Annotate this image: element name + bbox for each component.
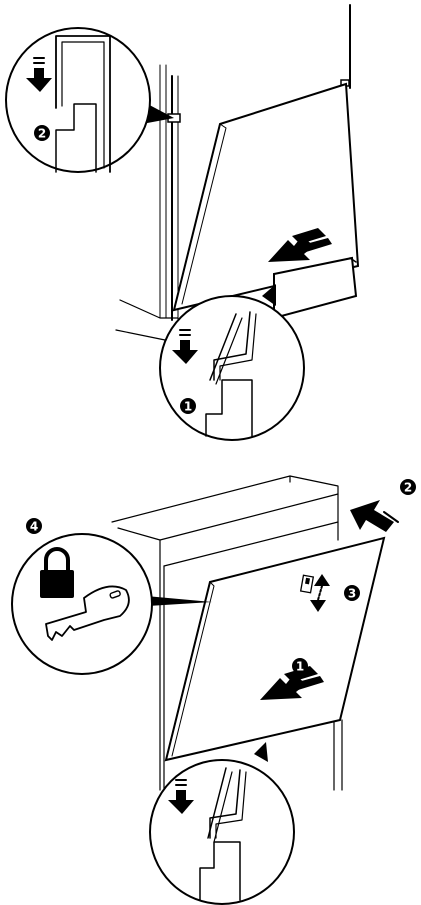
svg-text:1: 1: [296, 660, 304, 674]
step-badge-3: 3: [344, 585, 360, 601]
step-badge-2: 2: [400, 479, 416, 495]
svg-text:2: 2: [404, 481, 412, 495]
top-panel: 2 1: [6, 5, 358, 440]
push-in-arrow: [350, 500, 398, 532]
bottom-panel: 4 2 3 1: [12, 476, 416, 904]
step-badge-2: 2: [34, 125, 50, 141]
step-badge-1: 1: [292, 658, 308, 674]
door-panel: [174, 84, 358, 318]
svg-text:4: 4: [30, 520, 38, 534]
callout-lock-detail: [12, 534, 212, 674]
svg-text:1: 1: [184, 400, 192, 414]
door-panel: [166, 538, 384, 760]
callout-foot-detail: [150, 742, 294, 904]
slider-switch-icon: [301, 575, 314, 592]
callout-hinge-detail: [6, 28, 174, 172]
step-badge-1: 1: [180, 398, 196, 414]
svg-text:2: 2: [38, 127, 46, 141]
step-badge-4: 4: [26, 518, 42, 534]
svg-text:3: 3: [348, 587, 356, 601]
